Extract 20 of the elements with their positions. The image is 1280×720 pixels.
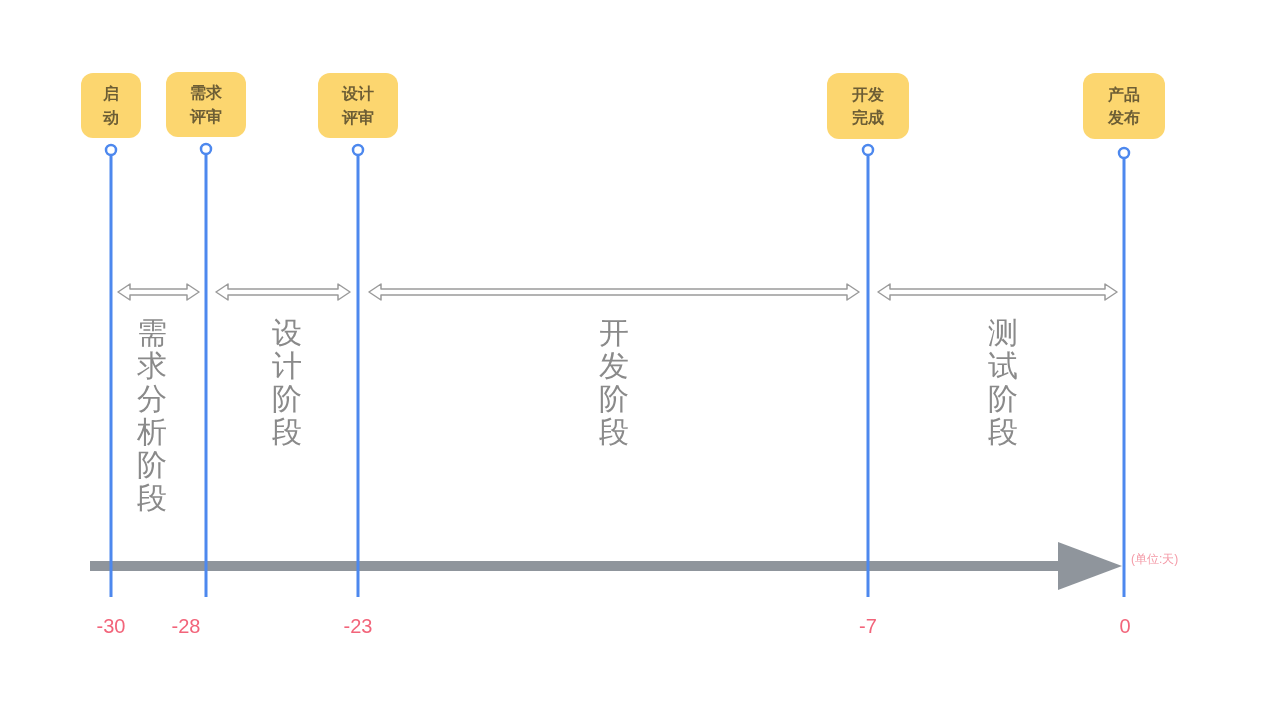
tick-label: -23 — [343, 614, 373, 638]
milestone-box — [827, 73, 909, 139]
milestone-box — [81, 73, 141, 138]
milestone-label: 开发完成 — [852, 83, 884, 129]
phase-label: 测试阶段 — [988, 316, 1018, 448]
tick-label: 0 — [1119, 614, 1131, 638]
milestone-label: 需求评审 — [190, 82, 222, 128]
unit-note: (单位:天) — [1131, 551, 1179, 567]
milestone-box — [318, 73, 398, 138]
phase-label: 设计阶段 — [272, 316, 302, 448]
milestone-box — [1083, 73, 1165, 139]
tick-label: -7 — [859, 614, 877, 638]
milestone-label: 产品发布 — [1108, 83, 1140, 129]
milestone-label: 设计评审 — [342, 83, 374, 129]
tick-label: -30 — [96, 614, 126, 638]
milestone-label: 启动 — [103, 83, 119, 129]
milestone-box — [166, 72, 246, 137]
tick-label: -28 — [171, 614, 201, 638]
phase-label: 需求分析阶段 — [137, 316, 167, 514]
phase-label: 开发阶段 — [599, 316, 629, 448]
